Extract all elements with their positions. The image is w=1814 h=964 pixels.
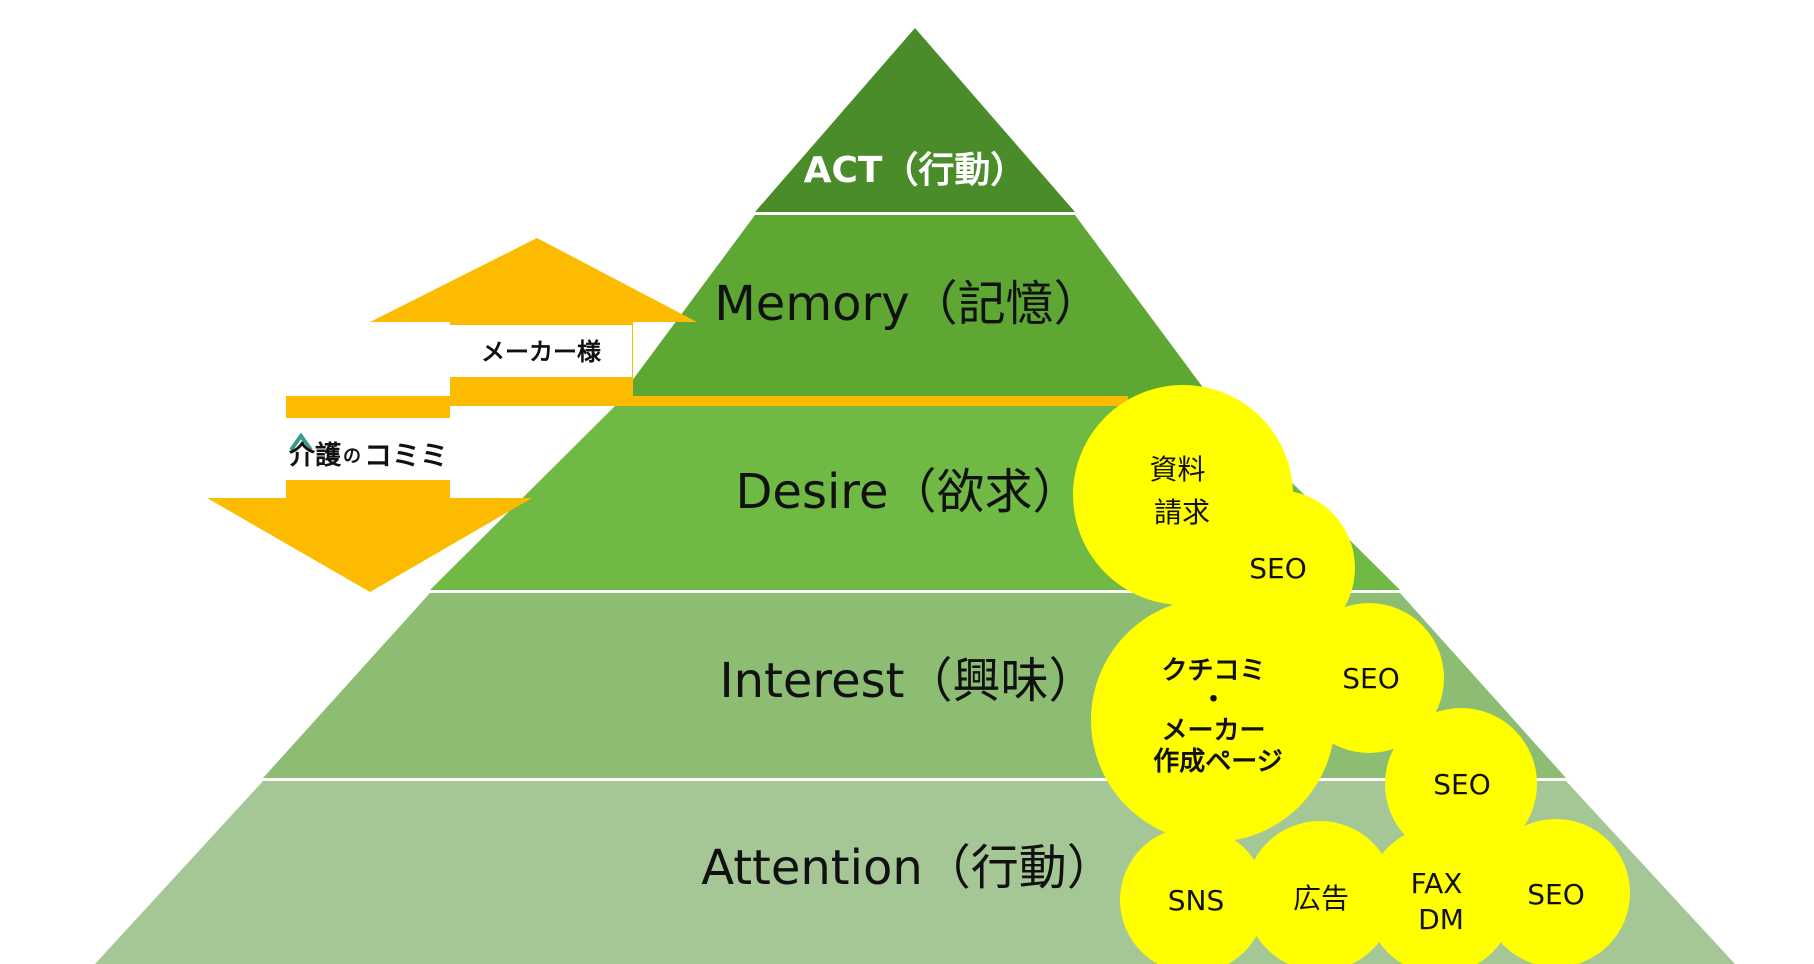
logo-box [286, 418, 450, 480]
bubble-sns [1120, 827, 1266, 964]
bubble-label-seo-interest: SEO [1342, 662, 1400, 695]
up-arrow-label: メーカー様 [481, 338, 602, 366]
bubble-seo-attention [1482, 819, 1630, 964]
bubble-label-kuchikomi-line2: ・ [1200, 685, 1226, 715]
bubble-label-kokoku: 広告 [1293, 882, 1349, 915]
bubble-label-seo-attention-top: SEO [1433, 768, 1491, 801]
bubble-label-shiryo: 資料 請求 [1150, 453, 1215, 529]
kaigo-no-komimi-logo: 介護 の コミミ [288, 432, 448, 472]
bubble-label-shiryo-line2: 請求 [1154, 496, 1210, 529]
up-arrow: メーカー様 [370, 238, 697, 400]
bubble-fax-dm [1366, 826, 1514, 964]
bubble-label-seo-attention: SEO [1527, 878, 1585, 911]
bubble-kuchikomi [1091, 598, 1335, 842]
bubble-label-fax-dm-line2: DM [1418, 903, 1464, 936]
bubble-label-seo-desire: SEO [1249, 552, 1307, 585]
bubble-label-shiryo-line1: 資料 [1150, 453, 1206, 486]
bubble-label-fax-dm-line1: FAX [1411, 867, 1463, 900]
tier-memory [617, 215, 1213, 401]
bubble-label-kuchikomi-line3: メーカー [1161, 716, 1265, 746]
tier-label-attention: Attention（行動） [701, 840, 1115, 896]
bubble-label-sns: SNS [1168, 884, 1225, 917]
down-arrow: 介護 の コミミ [207, 396, 532, 592]
logo-brand: コミミ [364, 439, 448, 472]
logo-roof-icon [289, 432, 313, 452]
bubbles [1073, 385, 1630, 964]
bubble-seo-attention-top [1385, 708, 1537, 860]
bubble-label-kuchikomi-line1: クチコミ [1161, 656, 1265, 686]
bubble-labels: 資料 請求 SEO クチコミ ・ メーカー 作成ページ SEO SEO SNS … [1150, 453, 1585, 936]
tier-label-memory: Memory（記憶） [714, 276, 1101, 332]
bubble-seo-interest [1294, 603, 1444, 753]
up-arrow-label-box [450, 325, 632, 377]
tier-label-interest: Interest（興味） [720, 653, 1097, 709]
tier-act [755, 28, 1075, 212]
bubble-label-fax-dm: FAX DM [1411, 867, 1472, 936]
tier-label-act: ACT（行動） [804, 150, 1027, 191]
bubble-label-kuchikomi-line4: 作成ページ [1153, 747, 1282, 777]
logo-prefix: 介護 [288, 440, 342, 471]
tier-label-desire: Desire（欲求） [735, 464, 1080, 520]
divider-line [448, 396, 1128, 406]
bubble-label-kuchikomi: クチコミ ・ メーカー 作成ページ [1153, 656, 1282, 777]
bubble-kokoku [1245, 821, 1395, 964]
logo-particle: の [343, 446, 361, 467]
